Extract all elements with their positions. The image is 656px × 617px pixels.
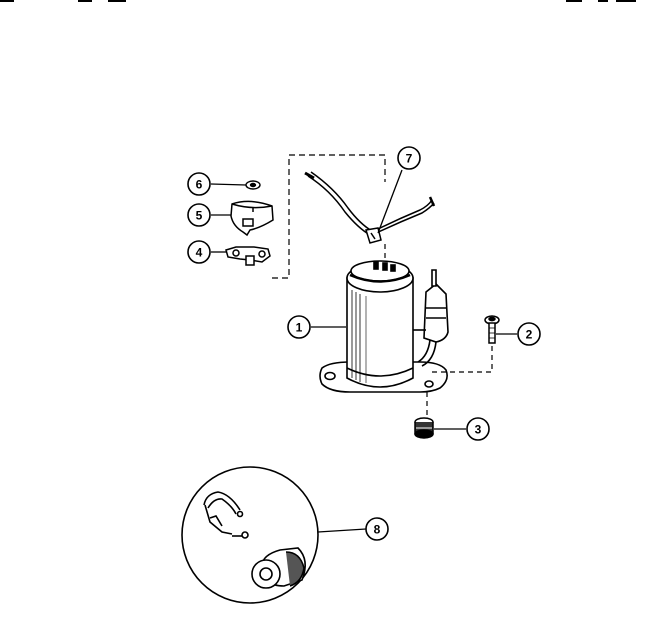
overload-cover-part	[230, 200, 274, 237]
callout-6: 6	[187, 172, 211, 196]
compressor-part	[319, 260, 449, 393]
svg-text:6: 6	[196, 178, 203, 192]
callout-4: 4	[187, 240, 211, 264]
clip-part	[225, 246, 271, 266]
svg-text:4: 4	[196, 246, 203, 260]
leader-line-6	[210, 183, 247, 186]
callout-1: 1	[287, 315, 311, 339]
svg-text:1: 1	[296, 321, 303, 335]
callout-3: 3	[466, 417, 490, 441]
assembly-dashed-line	[272, 154, 386, 279]
leader-lines	[210, 169, 517, 533]
svg-text:7: 7	[406, 152, 413, 166]
leader-line-7	[377, 169, 403, 234]
wiring-harness-part	[304, 171, 436, 270]
callout-5: 5	[187, 203, 211, 227]
callout-8: 8	[365, 517, 389, 541]
nut-part	[245, 180, 261, 190]
svg-text:5: 5	[196, 209, 203, 223]
svg-text:2: 2	[526, 328, 533, 342]
svg-text:8: 8	[374, 523, 381, 537]
screw-part	[430, 315, 500, 373]
callout-2: 2	[517, 322, 541, 346]
grommet-part	[414, 392, 434, 439]
svg-text:3: 3	[475, 423, 482, 437]
leader-line-8	[317, 528, 367, 533]
callout-7: 7	[397, 146, 421, 170]
detail-inset	[181, 466, 319, 604]
